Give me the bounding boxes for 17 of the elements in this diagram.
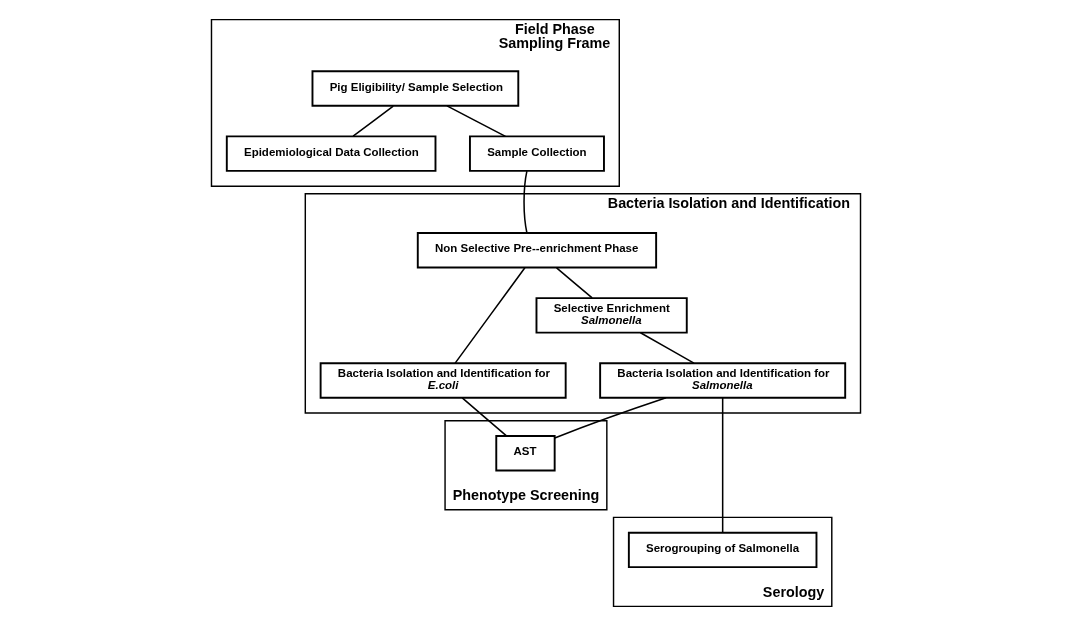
connector — [453, 267, 526, 364]
node-box: Bacteria Isolation and Identification for E.coli — [319, 362, 567, 399]
connector — [639, 332, 695, 364]
connector — [721, 397, 723, 534]
connector — [351, 105, 394, 137]
node-box: Bacteria Isolation and Identification for Salmonella — [598, 362, 846, 399]
connector — [460, 397, 507, 437]
connector — [445, 105, 506, 138]
connector — [555, 267, 593, 299]
node-box: Pig Eligibility/ Sample Selection — [311, 70, 519, 107]
node-box: Serogrouping of Salmonella — [627, 531, 817, 569]
node-box: AST — [494, 435, 556, 472]
node-box: Epidemiological Data Collection — [225, 135, 436, 172]
node-box: Non Selective Pre--enrichment Phase — [416, 232, 657, 269]
node-box: Sample Collection — [468, 135, 605, 172]
node-box: Selective Enrichment Salmonella — [535, 297, 688, 334]
connector — [522, 170, 528, 234]
